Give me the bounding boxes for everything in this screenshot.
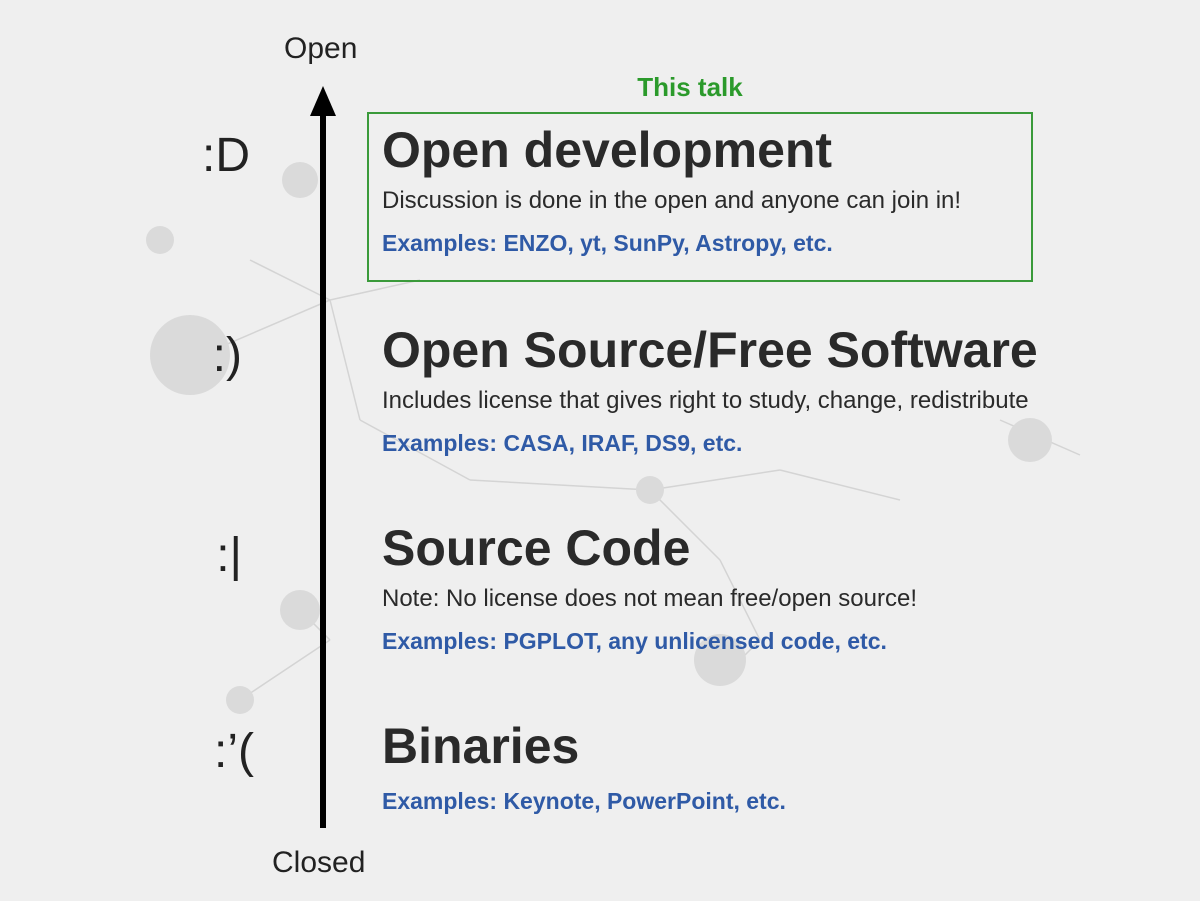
open-closed-arrow	[310, 86, 336, 828]
level-examples: Examples: PGPLOT, any unlicensed code, e…	[382, 628, 887, 654]
level-examples: Examples: CASA, IRAF, DS9, etc.	[382, 430, 743, 456]
face-level-3: :|	[216, 529, 242, 582]
face-level-2: :)	[212, 329, 242, 382]
level-examples: Examples: ENZO, yt, SunPy, Astropy, etc.	[382, 230, 833, 256]
level-title: Source Code	[382, 520, 691, 576]
axis-open-label: Open	[284, 32, 358, 65]
level-title: Binaries	[382, 718, 580, 774]
face-level-1: :D	[202, 129, 250, 182]
this-talk-highlight-box	[367, 112, 1033, 282]
level-description: Discussion is done in the open and anyon…	[382, 187, 962, 214]
level-description: Note: No license does not mean free/open…	[382, 585, 917, 612]
level-examples: Examples: Keynote, PowerPoint, etc.	[382, 788, 786, 814]
level-title: Open Source/Free Software	[382, 322, 1038, 378]
axis-closed-label: Closed	[272, 846, 366, 879]
level-binaries: Binaries Examples: Keynote, PowerPoint, …	[382, 716, 1182, 816]
this-talk-label: This talk	[637, 72, 743, 102]
level-source-code: Source Code Note: No license does not me…	[382, 518, 1182, 656]
level-open-development: Open development Discussion is done in t…	[382, 120, 1182, 258]
level-open-source: Open Source/Free Software Includes licen…	[382, 320, 1182, 458]
level-title: Open development	[382, 122, 833, 178]
level-description: Includes license that gives right to stu…	[382, 387, 1029, 414]
face-level-4: :’(	[214, 725, 254, 778]
